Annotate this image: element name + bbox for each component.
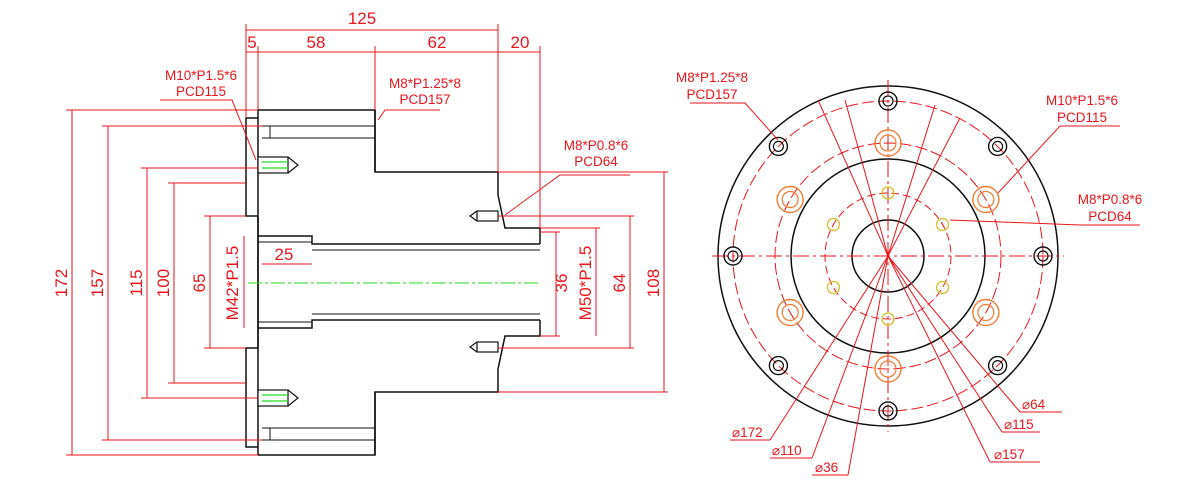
bolt-hole-pcd64 [935,280,950,295]
dim-58: 58 [307,33,326,52]
bolt-hole-pcd157 [768,136,789,157]
dim-108: 108 [644,269,663,297]
side-callout-m8a-line1: M8*P1.25*8 [389,76,461,91]
dim-157: 157 [88,269,107,297]
dim-115: 115 [127,269,146,296]
side-small-hole-bottom [468,341,499,353]
bolt-hole-pcd157 [1033,246,1053,266]
bolt-hole-pcd157 [987,355,1008,376]
thread-bore-label: M42*P1.5 [223,246,242,321]
dim-5: 5 [247,33,256,52]
bolt-hole-pcd157 [723,246,743,266]
holes-pcd157 [723,91,1053,421]
side-callout-m8b-line2: PCD64 [574,154,618,169]
bolt-hole-pcd115-inner [977,303,995,322]
side-callout-m10-line1: M10*P1.5*6 [165,68,237,83]
bolt-hole-pcd64 [826,280,841,295]
front-view: M8*P1.25*8 PCD157 M10*P1.5*6 PCD115 M8*P… [676,70,1143,476]
dim-100: 100 [154,269,173,297]
bolt-hole-pcd157 [878,401,898,421]
dim-36: 36 [552,274,571,293]
bolt-hole-pcd115 [972,298,1000,327]
bolt-hole-pcd115 [874,129,902,157]
bolt-hole-pcd157-inner [992,140,1004,152]
bolt-hole-pcd157 [878,91,898,111]
bolt-hole-pcd115 [776,298,804,327]
bolt-hole-pcd115 [972,185,1000,214]
side-view: 125 5 58 62 20 172 157 115 100 65 M42*P1… [52,9,668,456]
bolt-hole-pcd115 [874,355,902,383]
side-callout-m8b-line1: M8*P0.8*6 [564,138,629,153]
dim-depth-25: 25 [275,245,294,264]
bolt-hole-pcd115-inner [977,190,995,209]
bolt-hole-pcd64 [881,312,895,326]
bolt-hole-pcd115 [776,185,804,214]
thread-right-label: M50*P1.5 [576,246,595,321]
bolt-hole-pcd115-inner [781,190,799,209]
side-dimension-lines [66,24,668,456]
diam-157-label: ⌀157 [994,447,1025,462]
dim-62: 62 [428,33,447,52]
side-tapped-hole-top [257,156,299,174]
diam-110-label: ⌀110 [772,443,802,458]
bolt-hole-pcd64 [826,217,841,232]
front-callout-m8b-line1: M8*P0.8*6 [1078,192,1143,207]
bolt-hole-pcd64 [881,186,895,200]
dim-172: 172 [52,269,71,297]
bolt-hole-pcd157 [768,355,789,376]
bolt-hole-pcd157-inner [882,405,894,417]
bolt-hole-pcd115-inner [879,134,897,152]
bolt-hole-pcd157 [987,136,1008,157]
dim-20: 20 [511,33,530,52]
dim-65: 65 [190,274,209,293]
diam-64-label: ⌀64 [1022,397,1046,412]
front-callout-m10-line1: M10*P1.5*6 [1046,93,1118,108]
holes-pcd64 [826,186,950,326]
bolt-hole-pcd157-inner [772,140,784,152]
bolt-hole-pcd115-inner [879,360,897,378]
side-callout-m8a-line2: PCD157 [399,92,450,107]
bolt-hole-pcd64 [935,217,950,232]
side-tapped-hole-bottom [257,389,299,407]
dim-overall-125: 125 [348,9,376,28]
bolt-hole-pcd157-inner [992,360,1004,372]
bolt-hole-pcd157-inner [1037,250,1049,262]
side-small-hole-top [468,210,499,222]
bolt-hole-pcd157-inner [882,95,894,107]
diam-172-label: ⌀172 [732,425,763,440]
side-callout-m10-line2: PCD115 [176,84,226,99]
holes-pcd115 [776,129,1000,383]
front-callout-m10-line2: PCD115 [1057,110,1107,125]
diam-115-label: ⌀115 [1004,417,1034,432]
bolt-hole-pcd157-inner [772,360,784,372]
bolt-hole-pcd157-inner [727,250,739,262]
front-leader-lines [690,99,1140,476]
diam-36-label: ⌀36 [815,460,838,475]
bolt-hole-pcd115-inner [781,303,799,322]
dim-64: 64 [610,274,629,293]
front-callout-m8a-line2: PCD157 [686,87,737,102]
front-callout-m8a-line1: M8*P1.25*8 [676,70,748,85]
front-callout-m8b-line2: PCD64 [1088,209,1132,224]
